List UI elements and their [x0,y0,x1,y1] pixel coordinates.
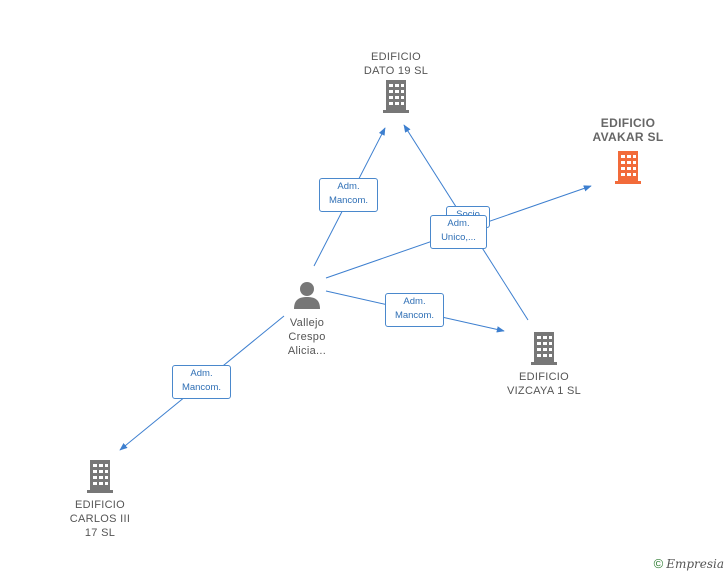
relation-label-vizcaya[interactable]: Adm. Mancom. [385,293,444,327]
relation-label-dato19[interactable]: Adm. Mancom. [319,178,378,212]
node-edificio-vizcaya[interactable]: EDIFICIO VIZCAYA 1 SL [494,330,594,398]
node-label: Vallejo Crespo Alicia... [287,317,327,357]
node-edificio-carlos-iii[interactable]: EDIFICIO CARLOS III 17 SL [50,458,150,540]
relation-label-avakar[interactable]: Adm. Unico,... [430,215,487,249]
building-icon [87,460,113,493]
node-label: EDIFICIO VIZCAYA 1 SL [506,371,582,397]
node-label: EDIFICIO AVAKAR SL [592,116,664,144]
node-edificio-dato-19[interactable]: EDIFICIO DATO 19 SL [348,50,444,114]
brand-logo-text: Empresia [666,557,724,571]
building-icon [383,80,409,113]
node-label: EDIFICIO DATO 19 SL [363,51,429,77]
person-icon [294,282,320,309]
building-icon [615,151,641,184]
building-icon [531,332,557,365]
relation-label-carlos[interactable]: Adm. Mancom. [172,365,231,399]
node-label: EDIFICIO CARLOS III 17 SL [69,499,131,539]
copyright-icon: © [653,556,664,571]
node-person-vallejo[interactable]: Vallejo Crespo Alicia... [262,280,352,358]
footer-branding: ©Empresia [654,556,724,571]
node-edificio-avakar[interactable]: EDIFICIO AVAKAR SL [580,116,676,186]
